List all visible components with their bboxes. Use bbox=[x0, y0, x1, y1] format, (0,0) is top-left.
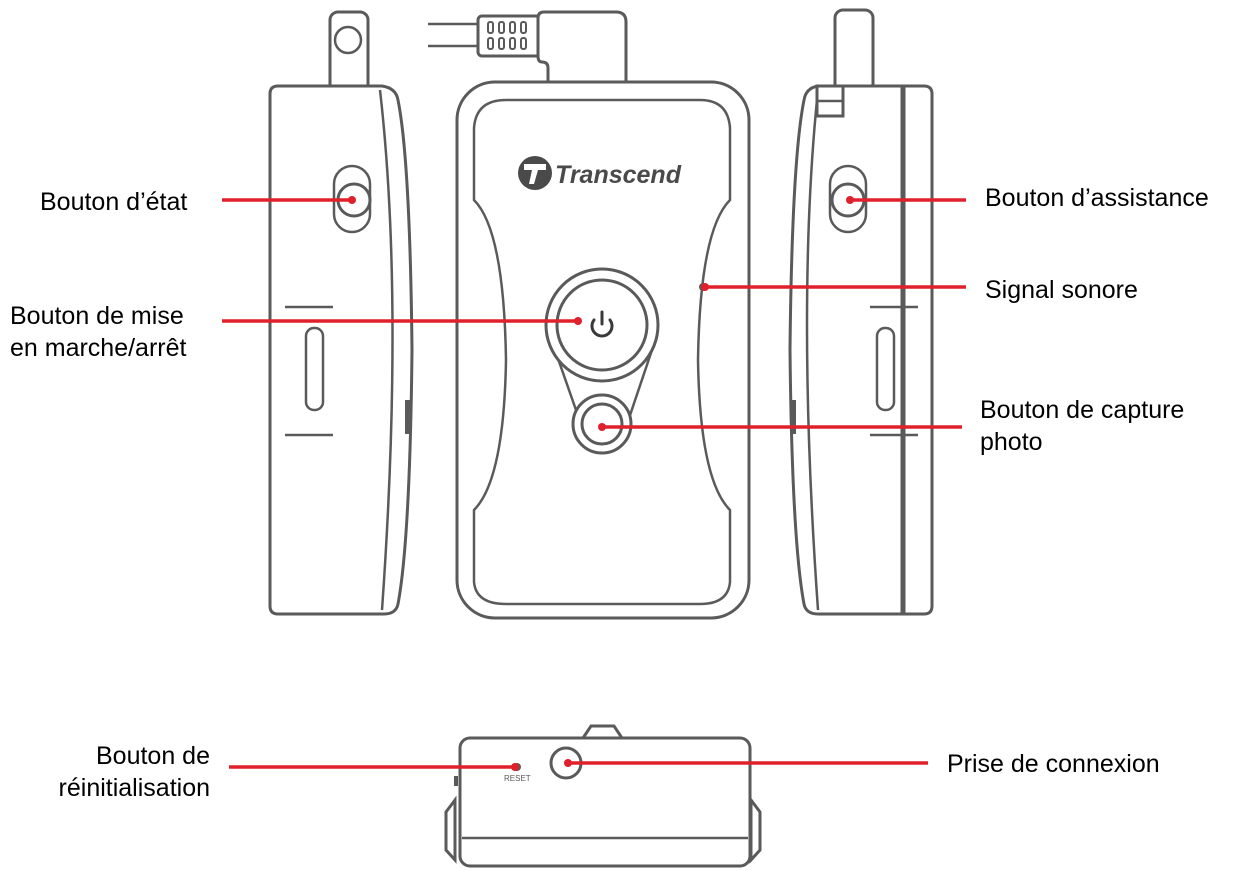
bottom-side-mark bbox=[454, 776, 458, 786]
leader-beep-signal-end bbox=[701, 283, 709, 291]
left-side-nub bbox=[405, 400, 411, 434]
label-reset-button-line1: Bouton de bbox=[96, 742, 210, 770]
left-side-curve bbox=[378, 89, 394, 611]
right-slider-slot bbox=[875, 326, 896, 412]
label-status-button: Bouton d’état bbox=[40, 188, 188, 216]
label-beep-signal: Signal sonore bbox=[985, 276, 1138, 304]
right-side-view bbox=[788, 8, 934, 616]
right-clip bbox=[833, 8, 875, 94]
bottom-body bbox=[458, 736, 752, 868]
leader-reset-button-end bbox=[511, 763, 519, 771]
bottom-tab bbox=[580, 724, 625, 740]
leader-assist-button-end bbox=[846, 196, 854, 204]
right-side-nub bbox=[790, 400, 796, 434]
reset-marking: RESET bbox=[504, 774, 531, 783]
brand-name: Transcend bbox=[555, 161, 682, 189]
power-icon bbox=[590, 310, 614, 338]
left-clip-hole bbox=[333, 25, 363, 55]
left-side-view bbox=[268, 10, 414, 616]
front-view: Transcend bbox=[428, 10, 751, 620]
leader-connector-port-end bbox=[564, 759, 572, 767]
label-capture-button-line1: Bouton de capture bbox=[980, 396, 1185, 424]
bottom-clip-left bbox=[444, 795, 457, 864]
cable-plug-body bbox=[536, 10, 628, 84]
left-side-body bbox=[268, 84, 414, 616]
label-capture-button-line2: photo bbox=[980, 428, 1043, 456]
label-assist-button: Bouton d’assistance bbox=[985, 184, 1209, 212]
transcend-logo-icon bbox=[518, 156, 552, 190]
bottom-view: RESET bbox=[444, 724, 762, 868]
leader-lines bbox=[222, 196, 966, 771]
cable-grip bbox=[487, 21, 527, 50]
bottom-clip-right bbox=[749, 795, 762, 864]
leader-power-button-end bbox=[574, 317, 582, 325]
right-side-curve bbox=[805, 89, 820, 611]
label-power-button-line2: en marche/arrêt bbox=[10, 334, 187, 362]
label-connector-port: Prise de connexion bbox=[947, 750, 1160, 778]
leader-status-button-end bbox=[348, 196, 356, 204]
left-slider-slot bbox=[304, 326, 325, 412]
leader-capture-button-end bbox=[598, 423, 606, 431]
right-side-body bbox=[788, 84, 934, 616]
label-reset-button-line2: réinitialisation bbox=[58, 774, 210, 802]
front-body-inner bbox=[472, 98, 732, 606]
label-power-button-line1: Bouton de mise bbox=[10, 302, 184, 330]
